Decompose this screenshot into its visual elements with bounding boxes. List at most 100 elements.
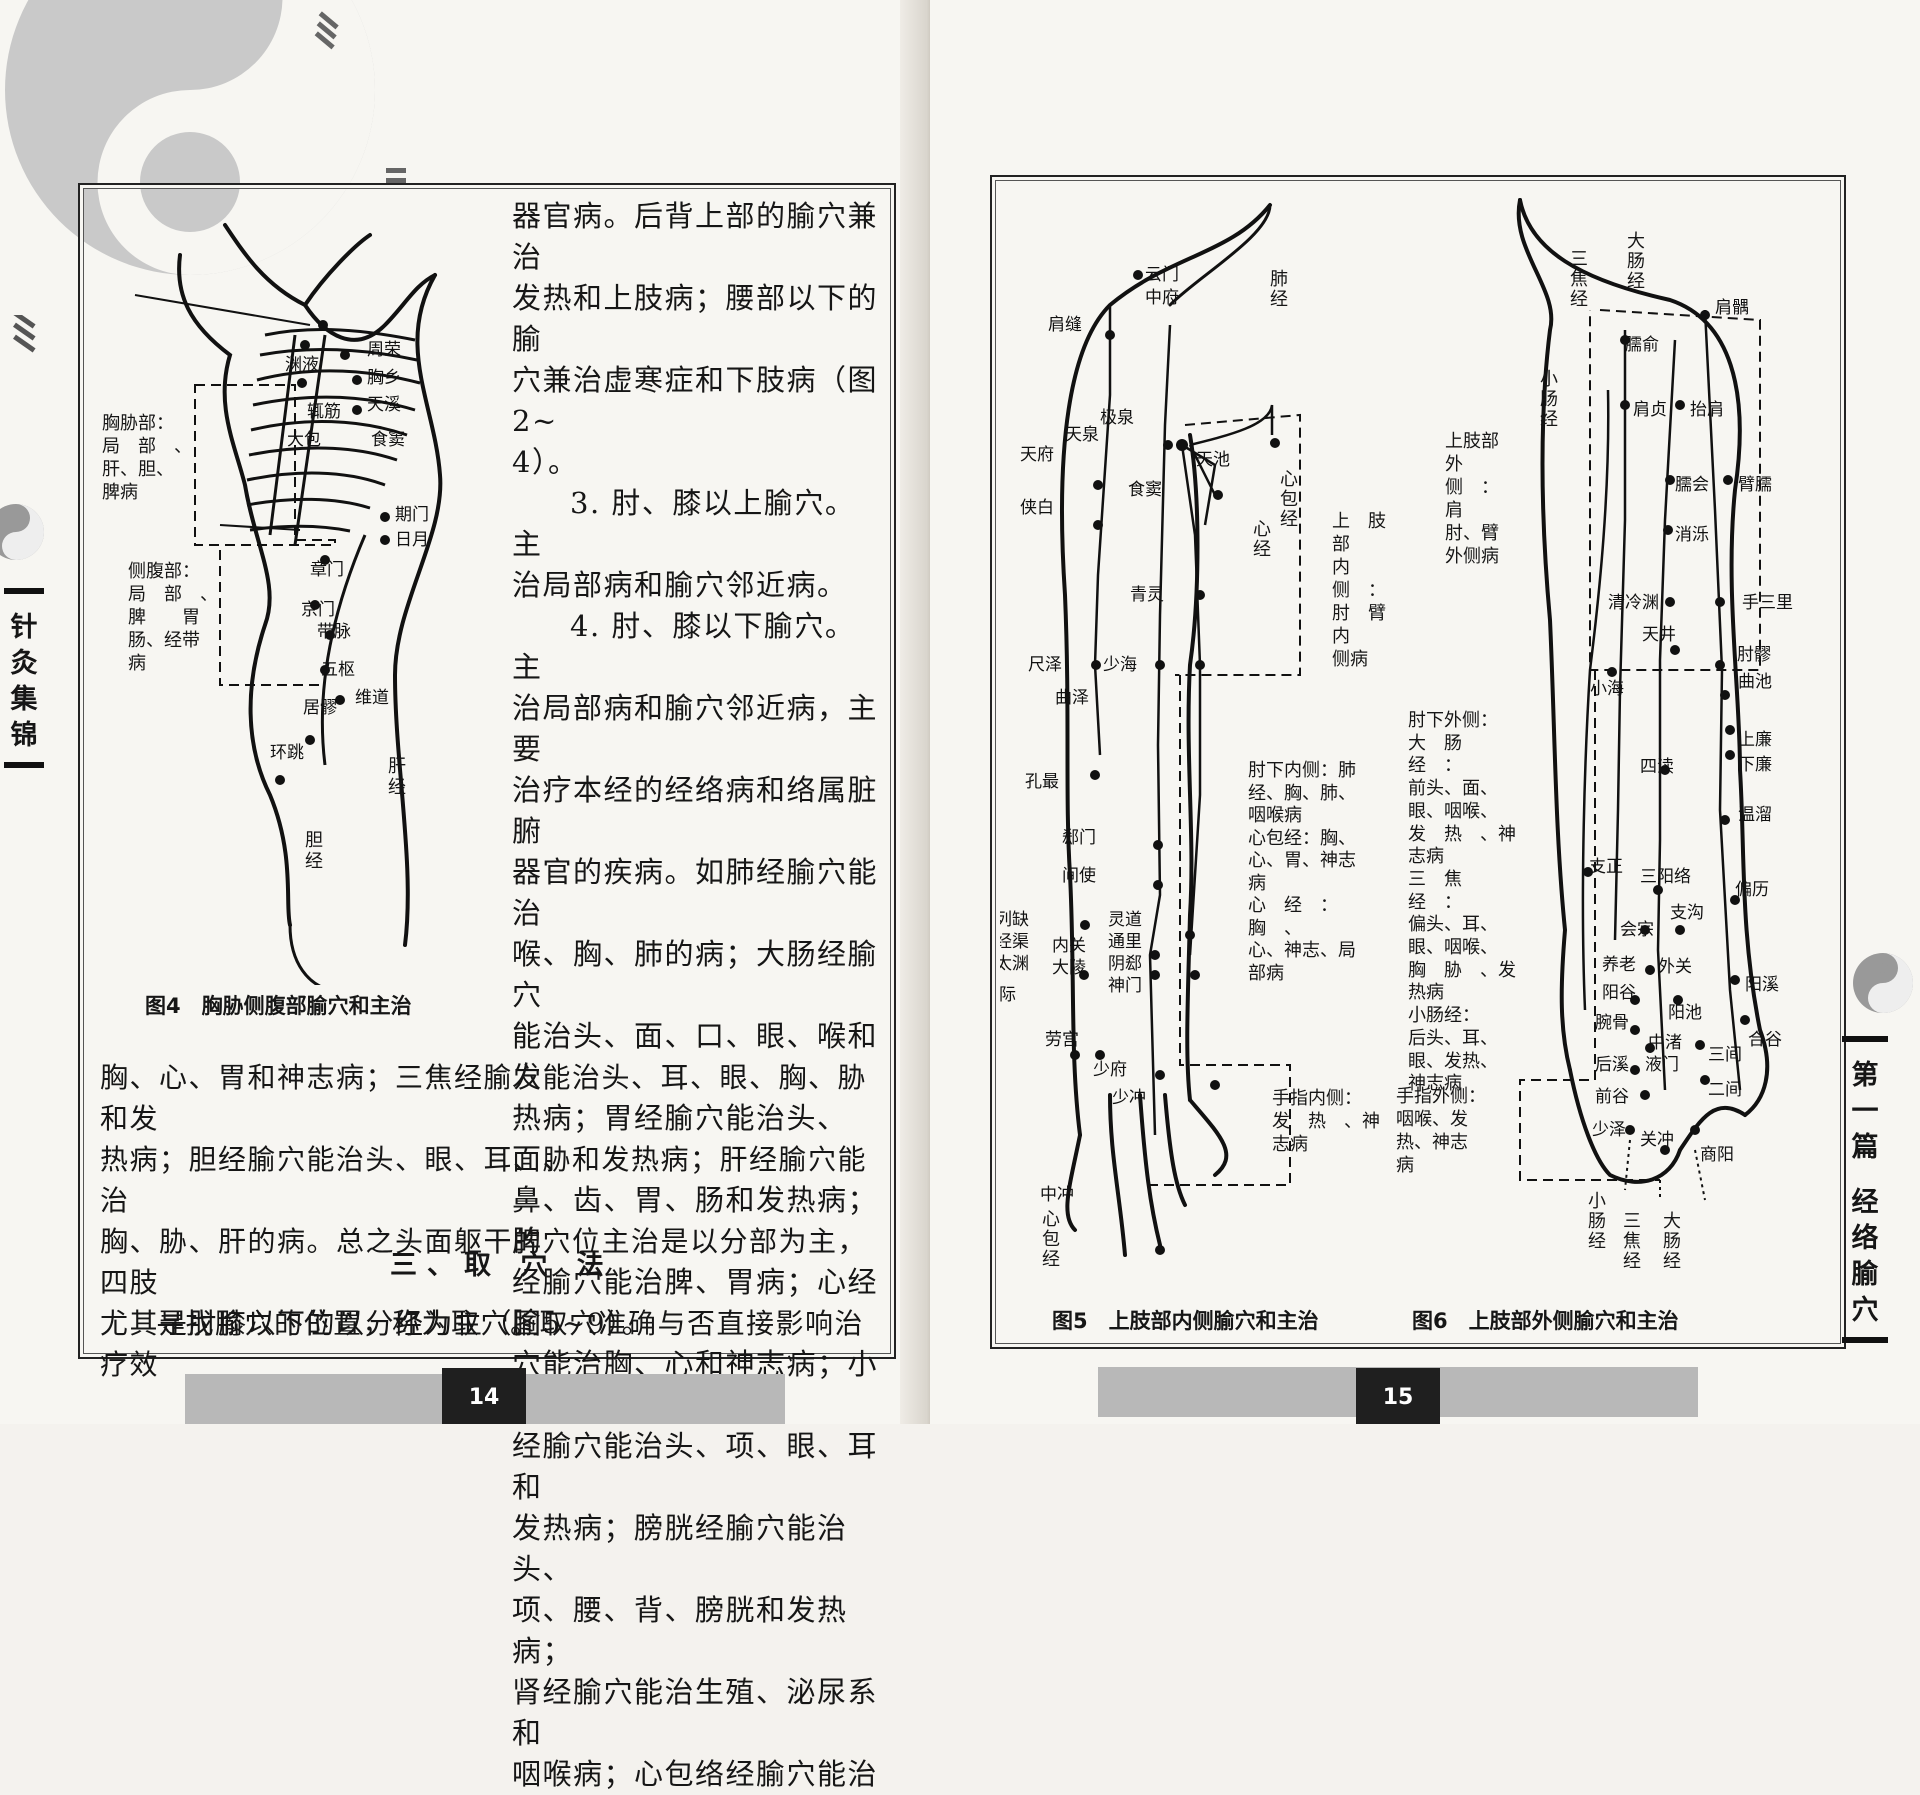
point-label: 食窦 (1128, 480, 1162, 500)
point-label: 极泉 (1100, 408, 1134, 428)
point-label: 辄筋 (307, 402, 341, 422)
point-label: 消泺 (1675, 525, 1709, 545)
point-label: 支正 (1589, 857, 1623, 877)
fig6-note-forearm: 肘下外侧： 大 肠 经 ： 前头、面、 眼、咽喉、 发 热 、神 志病 三 焦 … (1408, 710, 1516, 1095)
point-label: 天井 (1642, 625, 1676, 645)
point-label: 鱼际 (1000, 985, 1016, 1005)
left-page: 针灸集锦 (0, 0, 930, 1791)
text-line: 热病；胆经腧穴能治头、眼、耳、胁和发热病；肝经腧穴能治 (100, 1143, 868, 1217)
point-label: 臑俞 (1625, 335, 1659, 355)
point-label: 前谷 (1595, 1087, 1629, 1107)
point-label: 手三里 (1742, 593, 1793, 613)
point-label: 内关 (1052, 936, 1086, 956)
point-label: 关冲 (1640, 1130, 1674, 1150)
point-label: 天府 (1020, 445, 1054, 465)
point-label: 灵道 (1108, 910, 1142, 930)
meridian-pericardium: 心包经 (1280, 469, 1298, 530)
text-line: 4. 肘、膝以下腧穴。主 (512, 609, 856, 684)
side-bar-bottom-right (1842, 1337, 1888, 1343)
point-label: 天泉 (1065, 425, 1099, 445)
point-label: 小海 (1590, 679, 1624, 699)
point-label: 阳溪 (1745, 975, 1779, 995)
text-line: 穴兼治虚寒症和下肢病（图2~ (512, 363, 879, 438)
point-label: 太渊 (1000, 954, 1029, 974)
figure-5-inner-arm-diagram (1060, 203, 1301, 1257)
text-line: 咽喉病；心包络经腧穴能治 (512, 1757, 879, 1791)
fig6-note-hand: 手指外侧： 咽喉、发 热、神志 病 (1396, 1086, 1486, 1176)
point-label: 肘髎 (1737, 645, 1771, 665)
point-label: 尺泽 (1028, 655, 1062, 675)
point-label: 三阳络 (1640, 867, 1691, 887)
point-label: 渊液 (285, 355, 319, 375)
point-label: 天溪 (367, 395, 401, 415)
point-label: 青灵 (1130, 585, 1164, 605)
point-label: 臑会 (1675, 475, 1709, 495)
point-label: 章门 (310, 560, 344, 580)
point-label: 清冷渊 (1608, 593, 1659, 613)
point-label: 神门 (1108, 976, 1142, 996)
point-label: 通里 (1108, 932, 1142, 952)
point-label: 少海 (1103, 655, 1137, 675)
point-label: 肩贞 (1633, 400, 1667, 420)
text-line: 4）。 (512, 445, 579, 479)
point-label: 食窦 (371, 430, 405, 450)
point-label: 大包 (287, 430, 321, 450)
point-label: 云门 (1145, 265, 1179, 285)
point-label: 少冲 (1112, 1088, 1146, 1108)
meridian-sanjiao-top: 三焦经 (1570, 249, 1588, 310)
fig5-note-hand: 手指内侧： 发 热 、神 志病 (1272, 1088, 1380, 1155)
point-label: 间使 (1062, 865, 1096, 886)
point-label: 商阳 (1700, 1145, 1734, 1165)
text-line: 发热病；膀胱经腧穴能治头、 (512, 1511, 848, 1586)
text-line: 经腧穴能治头、项、眼、耳和 (512, 1429, 879, 1504)
point-label: 环跳 (270, 743, 304, 763)
point-label: 大陵 (1052, 958, 1086, 978)
point-label: 下廉 (1738, 755, 1772, 775)
meridian-large-intestine-bottom: 大肠经 (1663, 1211, 1681, 1272)
side-title-left: 针灸集锦 (10, 612, 38, 751)
point-label: 经渠 (1000, 932, 1029, 952)
figure-5-caption: 图5 上肢部内侧腧穴和主治 (1052, 1309, 1319, 1333)
meridian-sanjiao-bottom: 三焦经 (1623, 1211, 1641, 1272)
meridian-large-intestine-top: 大肠经 (1627, 231, 1645, 292)
text-line: 热病；胃经腧穴能治头、面、 (512, 1101, 848, 1176)
text-line: 治局部病和腧穴邻近病，主要 (512, 691, 879, 766)
trigram-icon (13, 315, 36, 353)
point-label: 肩髃 (1715, 298, 1749, 318)
point-label: 期门 (395, 505, 429, 525)
point-label: 抬肩 (1690, 400, 1724, 420)
side-title-chapter: 经络腧穴 (1851, 1187, 1879, 1326)
region-note-chest: 胸胁部： 局 部 、 肝、胆、 脾病 (102, 413, 192, 503)
point-label: 阳谷 (1602, 983, 1636, 1003)
point-label: 五枢 (321, 660, 355, 680)
yin-yang-icon (0, 504, 44, 560)
point-label: 劳宫 (1045, 1030, 1079, 1050)
text-line: 器官的疾病。如肺经腧穴能治 (512, 855, 879, 930)
text-line: 寻找腧穴的位置，称为取穴。取穴准确与否直接影响治疗效 (100, 1307, 865, 1381)
side-bar-bottom (4, 762, 44, 768)
point-label: 周荣 (367, 340, 401, 360)
text-line: 尤其是肘膝以下的以分经为主（图5~9）。 (100, 1307, 652, 1340)
point-label: 上廉 (1738, 730, 1772, 750)
point-label: 京门 (301, 600, 335, 620)
meridian-small-intestine-bottom: 小肠经 (1588, 1191, 1606, 1252)
point-label: 阴郄 (1108, 954, 1142, 974)
left-body-text: 器官病。后背上部的腧穴兼治 发热和上肢病；腰部以下的腧 穴兼治虚寒症和下肢病（图… (512, 196, 882, 1795)
point-label: 腕骨 (1595, 1013, 1629, 1033)
text-line: 能治头、面、口、眼、喉和发 (512, 1019, 879, 1094)
point-label: 二间 (1708, 1080, 1742, 1100)
point-label: 后溪 (1595, 1055, 1629, 1075)
meridian-lung: 肺经 (1270, 269, 1288, 310)
point-label: 会宗 (1620, 920, 1654, 940)
point-label: 列缺 (1000, 910, 1029, 930)
point-label: 中冲 (1040, 1185, 1074, 1205)
fig5-note-upper: 上 肢 部 内 侧 ： 肘 臂 内 侧病 (1332, 511, 1404, 670)
meridian-pericardium-bottom: 心包经 (1042, 1209, 1060, 1270)
point-label: 臂臑 (1738, 475, 1772, 495)
point-label: 天池 (1196, 450, 1230, 470)
region-note-abdomen: 侧腹部： 局 部 、 脾 胃 肠、经带 病 (128, 561, 218, 674)
text-line: 胸、胁、肝的病。总之头面躯干的穴位主治是以分部为主，四肢 (100, 1225, 868, 1299)
text-line: 3. 肘、膝以上腧穴。主 (512, 486, 856, 561)
meridian-heart: 心经 (1253, 519, 1271, 560)
figure-4-torso-diagram (134, 223, 443, 985)
